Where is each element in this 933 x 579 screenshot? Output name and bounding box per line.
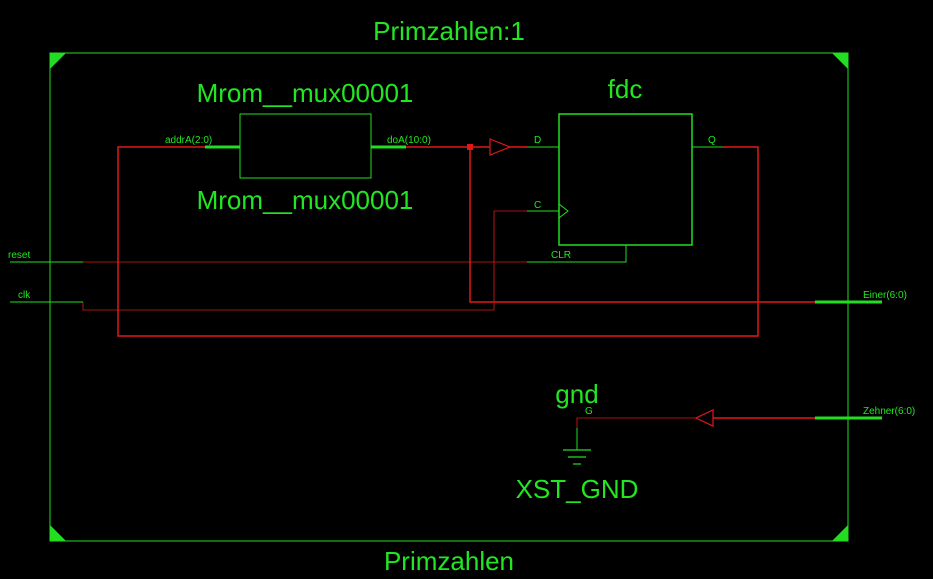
instance-title: Primzahlen:1 [373,16,525,46]
buffer-symbol[interactable] [489,138,512,156]
fdc-clr-stub [527,245,627,263]
corner-marker-tl [50,53,66,69]
rom-port-out-label: doA(10:0) [387,135,431,146]
net-q-feedback[interactable] [117,146,759,337]
zehner-port-label: Zehner(6:0) [863,406,915,417]
fdc-port-q: Q [708,135,716,146]
fdc-block[interactable] [558,113,693,246]
net-gnd[interactable] [576,417,696,428]
gnd-type-label: XST_GND [516,474,639,504]
einer-port-label: Einer(6:0) [863,290,907,301]
clk-port-label: clk [18,290,31,301]
module-title: Primzahlen [384,546,514,576]
fdc-name: fdc [608,74,643,104]
module-frame [49,52,849,542]
reset-port-label: reset [8,250,30,261]
fdc-port-clr: CLR [551,250,571,261]
zehner-buffer-symbol[interactable] [694,409,714,427]
corner-marker-br [832,525,848,541]
corner-marker-tr [832,53,848,69]
corner-marker-bl [50,525,66,541]
fdc-port-d: D [534,135,541,146]
net-clk[interactable] [82,210,527,311]
gnd-port-g: G [585,406,593,417]
ground-icon[interactable] [563,428,591,465]
fdc-clock-marker [558,203,569,219]
net-einer[interactable] [469,147,815,303]
rom-name-top: Mrom__mux00001 [197,78,414,108]
rom-name-bottom: Mrom__mux00001 [197,185,414,215]
gnd-name: gnd [555,379,598,409]
rom-block[interactable] [239,113,372,179]
rom-port-in-label: addrA(2:0) [165,135,212,146]
fdc-port-c: C [534,200,541,211]
